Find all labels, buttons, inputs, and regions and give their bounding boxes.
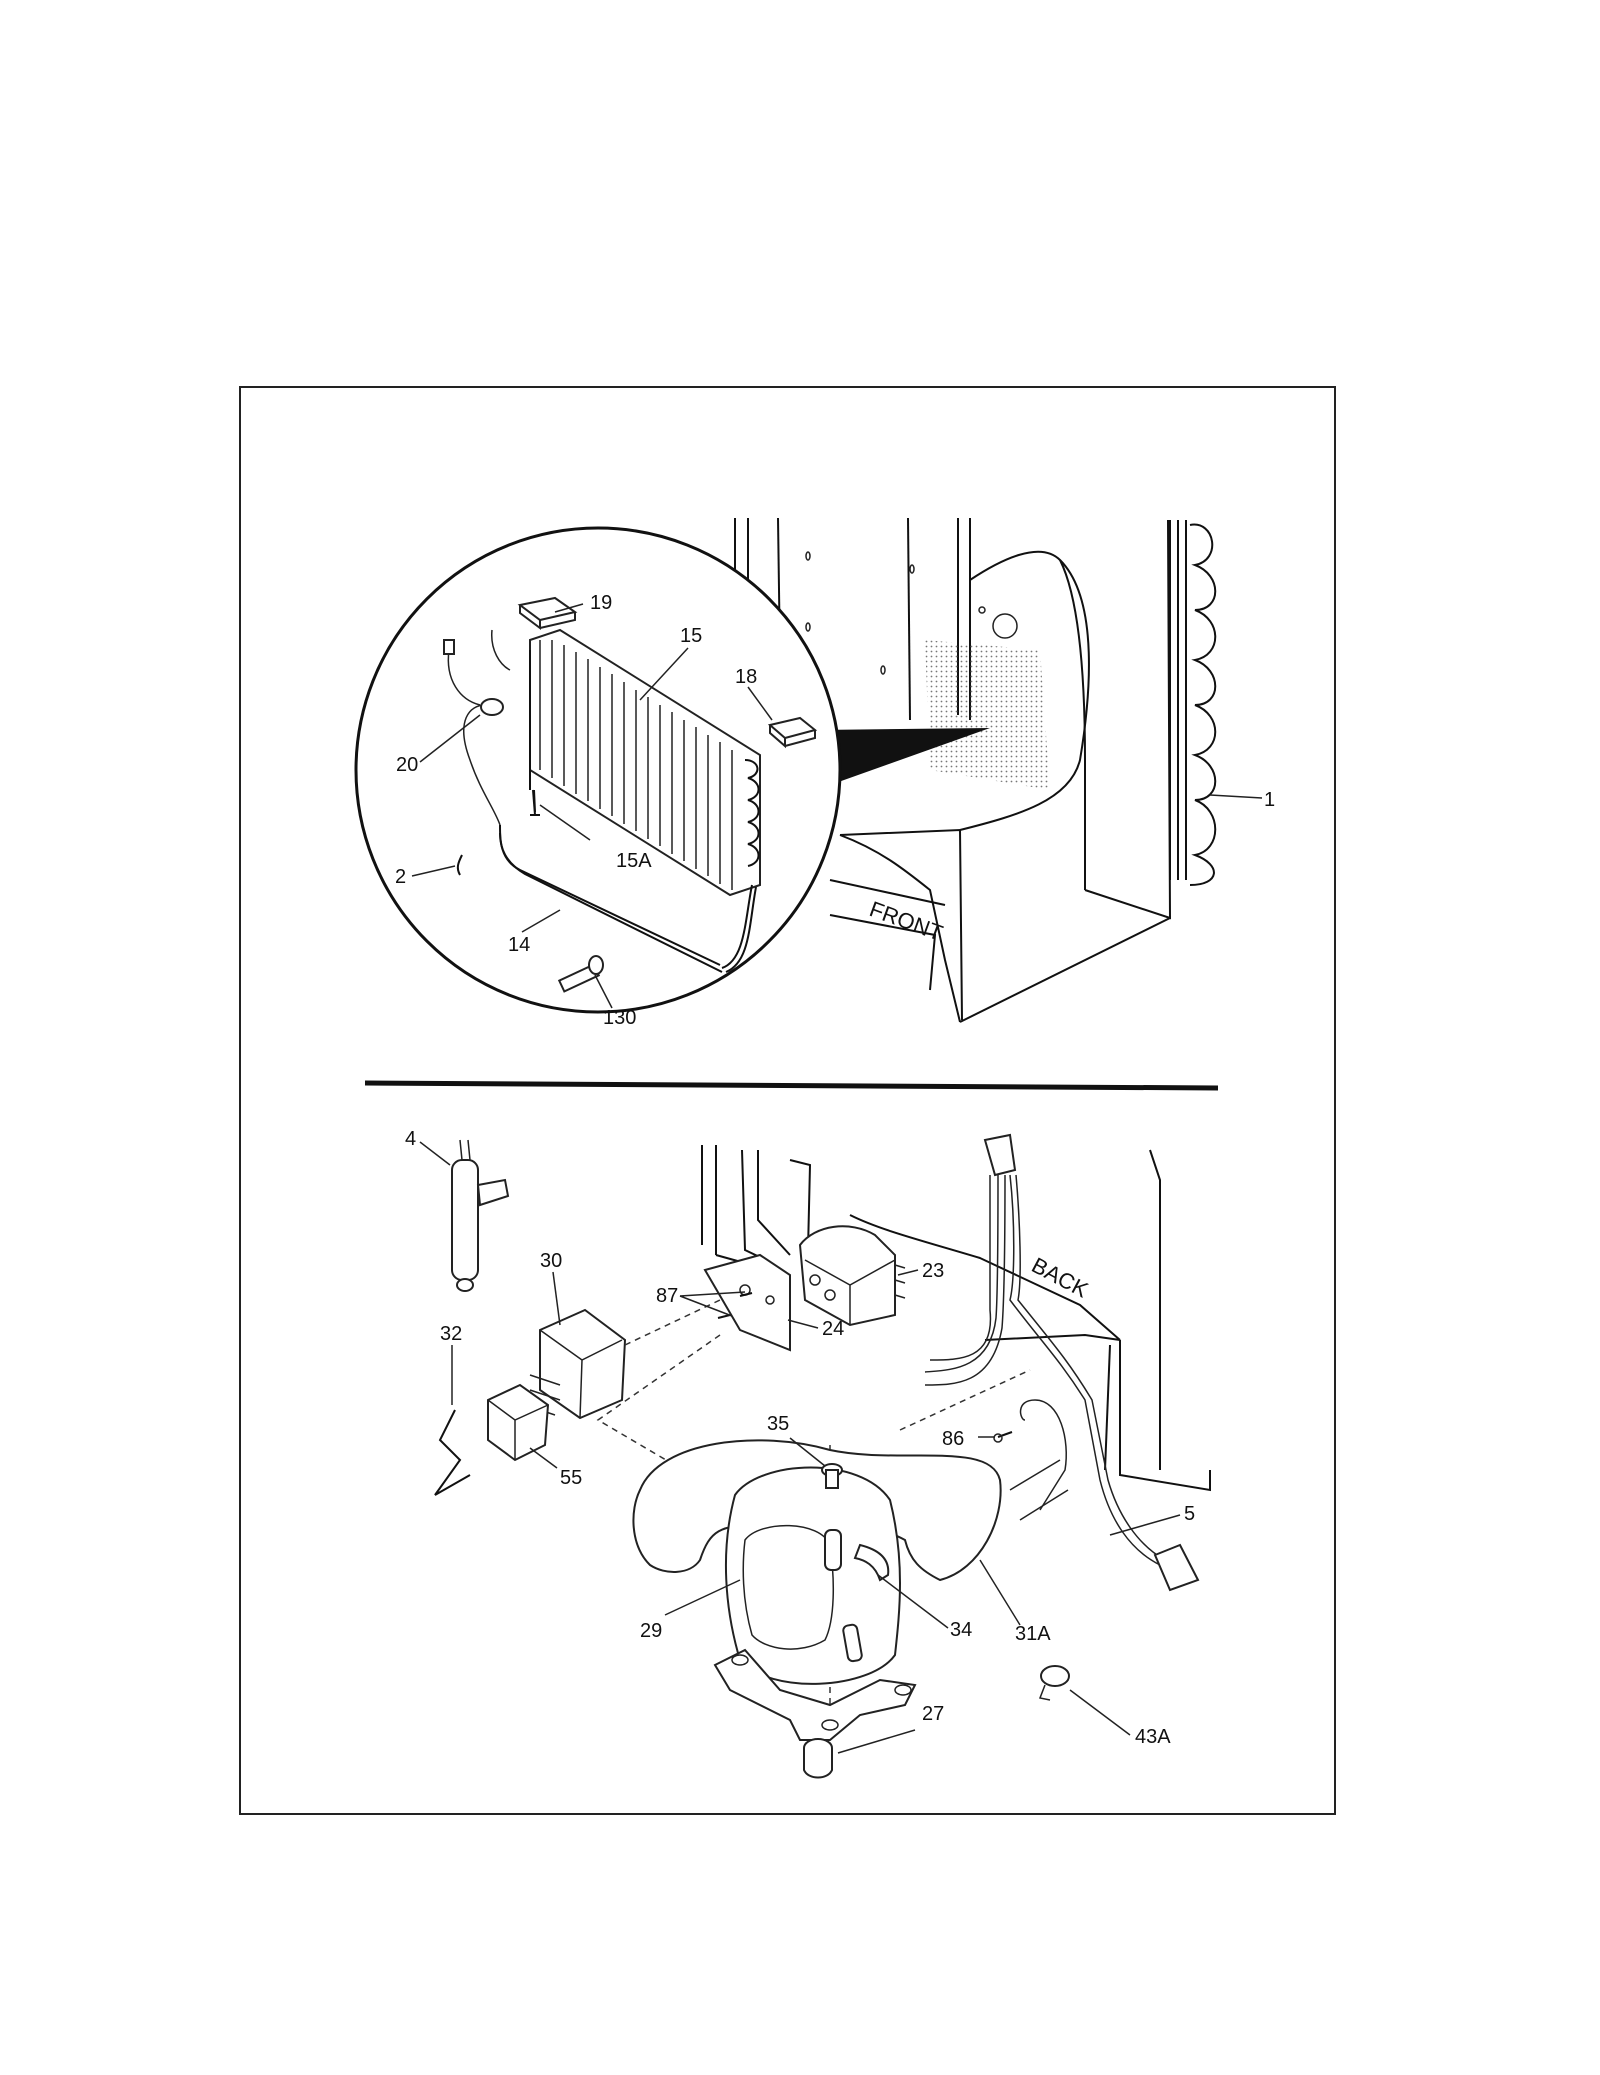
part-27-grommet <box>803 1738 833 1779</box>
part-4-drier <box>451 1139 510 1292</box>
part-29-compressor <box>713 1466 917 1741</box>
label-14: 14 <box>508 934 530 956</box>
part-32-wire <box>434 1409 471 1496</box>
detail-pointer <box>818 728 990 785</box>
part-18-block <box>767 716 818 749</box>
part-30-relay-cover <box>524 1308 627 1420</box>
label-20: 20 <box>396 754 418 776</box>
label-35: 35 <box>767 1413 789 1435</box>
label-31a: 31A <box>1015 1623 1051 1645</box>
label-34: 34 <box>950 1619 972 1641</box>
part-130-fitting <box>557 955 604 993</box>
label-55: 55 <box>560 1467 582 1489</box>
label-43a: 43A <box>1135 1726 1171 1748</box>
wiring-harness <box>924 1133 1200 1592</box>
part-43a-clamp <box>1038 1665 1070 1701</box>
top-leader-lines <box>411 603 1263 1009</box>
part-87-screws <box>717 1292 753 1319</box>
part-86-screw <box>993 1431 1013 1443</box>
label-32: 32 <box>440 1323 462 1345</box>
label-29: 29 <box>640 1620 662 1642</box>
label-30: 30 <box>540 1250 562 1272</box>
part-15a-bracket <box>530 789 540 816</box>
label-24: 24 <box>822 1318 844 1340</box>
label-15a: 15A <box>616 850 652 872</box>
label-2: 2 <box>395 866 406 888</box>
label-130: 130 <box>603 1007 636 1029</box>
label-15: 15 <box>680 625 702 647</box>
label-27: 27 <box>922 1703 944 1725</box>
part-19-block <box>517 596 578 630</box>
condenser-coil <box>1169 520 1217 886</box>
section-divider <box>364 1080 1219 1091</box>
part-55-overload <box>487 1383 550 1462</box>
label-86: 86 <box>942 1428 964 1450</box>
label-18: 18 <box>735 666 757 688</box>
label-5: 5 <box>1184 1503 1195 1525</box>
part-24-bracket <box>703 1253 791 1352</box>
label-1: 1 <box>1264 789 1275 811</box>
thermostat-sensor <box>443 629 511 826</box>
part-2-clip <box>456 854 463 876</box>
suction-tube <box>499 824 757 973</box>
part-35-stud <box>821 1463 843 1489</box>
diagram-frame <box>239 386 1336 1815</box>
evaporator <box>529 628 761 897</box>
label-23: 23 <box>922 1260 944 1282</box>
label-4: 4 <box>405 1128 416 1150</box>
cabinet-interior <box>734 517 1172 1023</box>
part-34-tubes <box>824 1529 890 1663</box>
part-23-timer <box>798 1225 906 1327</box>
label-19: 19 <box>590 592 612 614</box>
bottom-leader-lines <box>419 1141 1181 1754</box>
label-87: 87 <box>656 1285 678 1307</box>
